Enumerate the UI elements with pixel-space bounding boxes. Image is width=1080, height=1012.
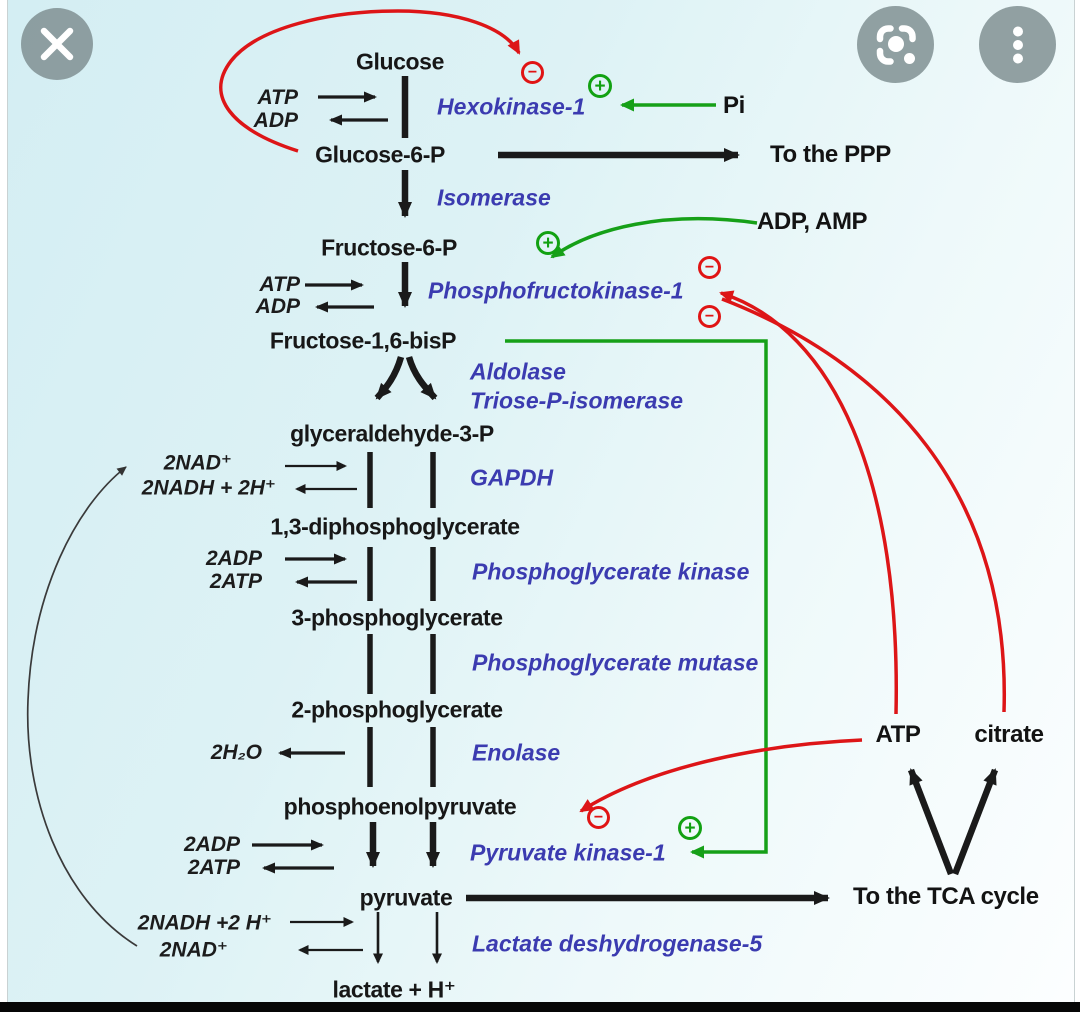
cofactor-2atp-pgk: 2ATP [209,570,262,593]
metabolite-fructose-16-bisp: Fructose-1,6-bisP [269,327,457,354]
effector-adp-amp: ADP, AMP [757,208,868,235]
arrow-split-left [374,356,405,401]
cofactor-arrows-thin [285,461,363,955]
cofactor-2nad-out: 2NAD⁺ [159,938,228,962]
cofactor-adp-hexokinase: ADP [253,109,298,132]
close-button[interactable] [21,8,93,80]
enzyme-aldolase: Aldolase [470,358,566,385]
cofactor-2adp-pgk: 2ADP [205,547,262,570]
effector-atp: ATP [875,721,921,748]
arrow-atp-inhibits-pyruvate-kinase [579,738,863,813]
inhibit-symbol-pyruvate-kinase: − [587,806,610,829]
enzyme-phosphoglycerate-mutase: Phosphoglycerate mutase [472,649,759,676]
metabolite-fructose-6-p: Fructose-6-P [321,234,457,261]
pathway-diagram-image[interactable] [7,0,1075,1002]
activate-symbol-pfk: + [536,231,560,255]
inhibit-symbol-pfk-citrate: − [698,305,721,328]
close-icon [40,27,74,61]
arrow-tca-to-citrate [951,768,999,876]
cofactor-atp-pfk: ATP [259,273,300,296]
cofactor-2nadh-in: 2NADH +2 H⁺ [137,911,272,935]
lens-search-button[interactable] [857,6,934,83]
cofactor-2nad-in: 2NAD⁺ [163,451,232,475]
metabolite-lactate: lactate + H⁺ [332,976,456,1003]
metabolite-2-phosphoglycerate: 2-phosphoglycerate [291,696,503,723]
cofactor-atp-hexokinase: ATP [257,86,298,109]
main-pathway-lines [366,76,999,905]
cofactor-2adp-pk: 2ADP [183,833,240,856]
three-dot-menu-icon [1012,26,1023,63]
arrow-atp-inhibits-pfk [719,290,899,715]
paired-pathway-lines [367,452,436,787]
enzyme-hexokinase-1: Hexokinase-1 [437,93,586,120]
effector-citrate: citrate [974,721,1044,748]
metabolite-glyceraldehyde-3-p: glyceraldehyde-3-P [290,420,494,447]
arrow-adp-amp-activates-pfk [550,217,758,259]
enzyme-phosphoglycerate-kinase: Phosphoglycerate kinase [472,558,750,585]
cofactor-2h2o: 2H₂O [210,741,262,764]
enzyme-isomerase: Isomerase [437,184,551,211]
activate-symbol-pyruvate-kinase: + [678,816,702,840]
arrow-nad-recycle [26,466,138,947]
metabolite-glucose: Glucose [356,48,444,75]
cofactor-2atp-pk: 2ATP [187,856,240,879]
inhibit-symbol-hexokinase: − [521,61,544,84]
metabolite-glucose-6-p: Glucose-6-P [315,141,445,168]
inhibit-symbol-pfk-atp: − [698,256,721,279]
arrow-tca-to-atp [907,768,955,876]
arrow-split-right [405,356,438,401]
branch-to-ppp: To the PPP [770,141,891,168]
metabolite-pyruvate: pyruvate [359,884,453,911]
pyruvate-lactate-lines [373,912,442,964]
metabolite-phosphoenolpyruvate: phosphoenolpyruvate [283,793,517,820]
enzyme-enolase: Enolase [472,739,561,766]
metabolite-13-diphosphoglycerate: 1,3-diphosphoglycerate [270,513,520,540]
more-options-button[interactable] [979,6,1056,83]
cofactor-adp-pfk: ADP [255,295,300,318]
enzyme-phosphofructokinase-1: Phosphofructokinase-1 [428,277,684,304]
cofactor-2nadh-out: 2NADH + 2H⁺ [141,476,276,500]
arrow-citrate-inhibits-pfk [721,297,1006,713]
bottom-letterbox-bar [0,1002,1080,1012]
arrow-g6p-inhibits-hexokinase [219,9,521,153]
cofactor-arrows [252,91,388,874]
effector-pi: Pi [723,92,745,119]
google-lens-icon [876,24,916,65]
arrow-f16bp-activates-pyruvate-kinase [505,339,768,859]
enzyme-lactate-dehydrogenase-5: Lactate deshydrogenase-5 [472,930,763,957]
enzyme-gapdh: GAPDH [470,464,554,491]
branch-to-tca: To the TCA cycle [853,883,1039,910]
enzyme-pyruvate-kinase-1: Pyruvate kinase-1 [470,839,666,866]
inhibition-arrows [219,9,1006,813]
activation-arrows [505,98,768,859]
activate-symbol-hexokinase: + [588,74,612,98]
metabolite-3-phosphoglycerate: 3-phosphoglycerate [291,604,503,631]
enzyme-triose-p-isomerase: Triose-P-isomerase [470,387,684,414]
